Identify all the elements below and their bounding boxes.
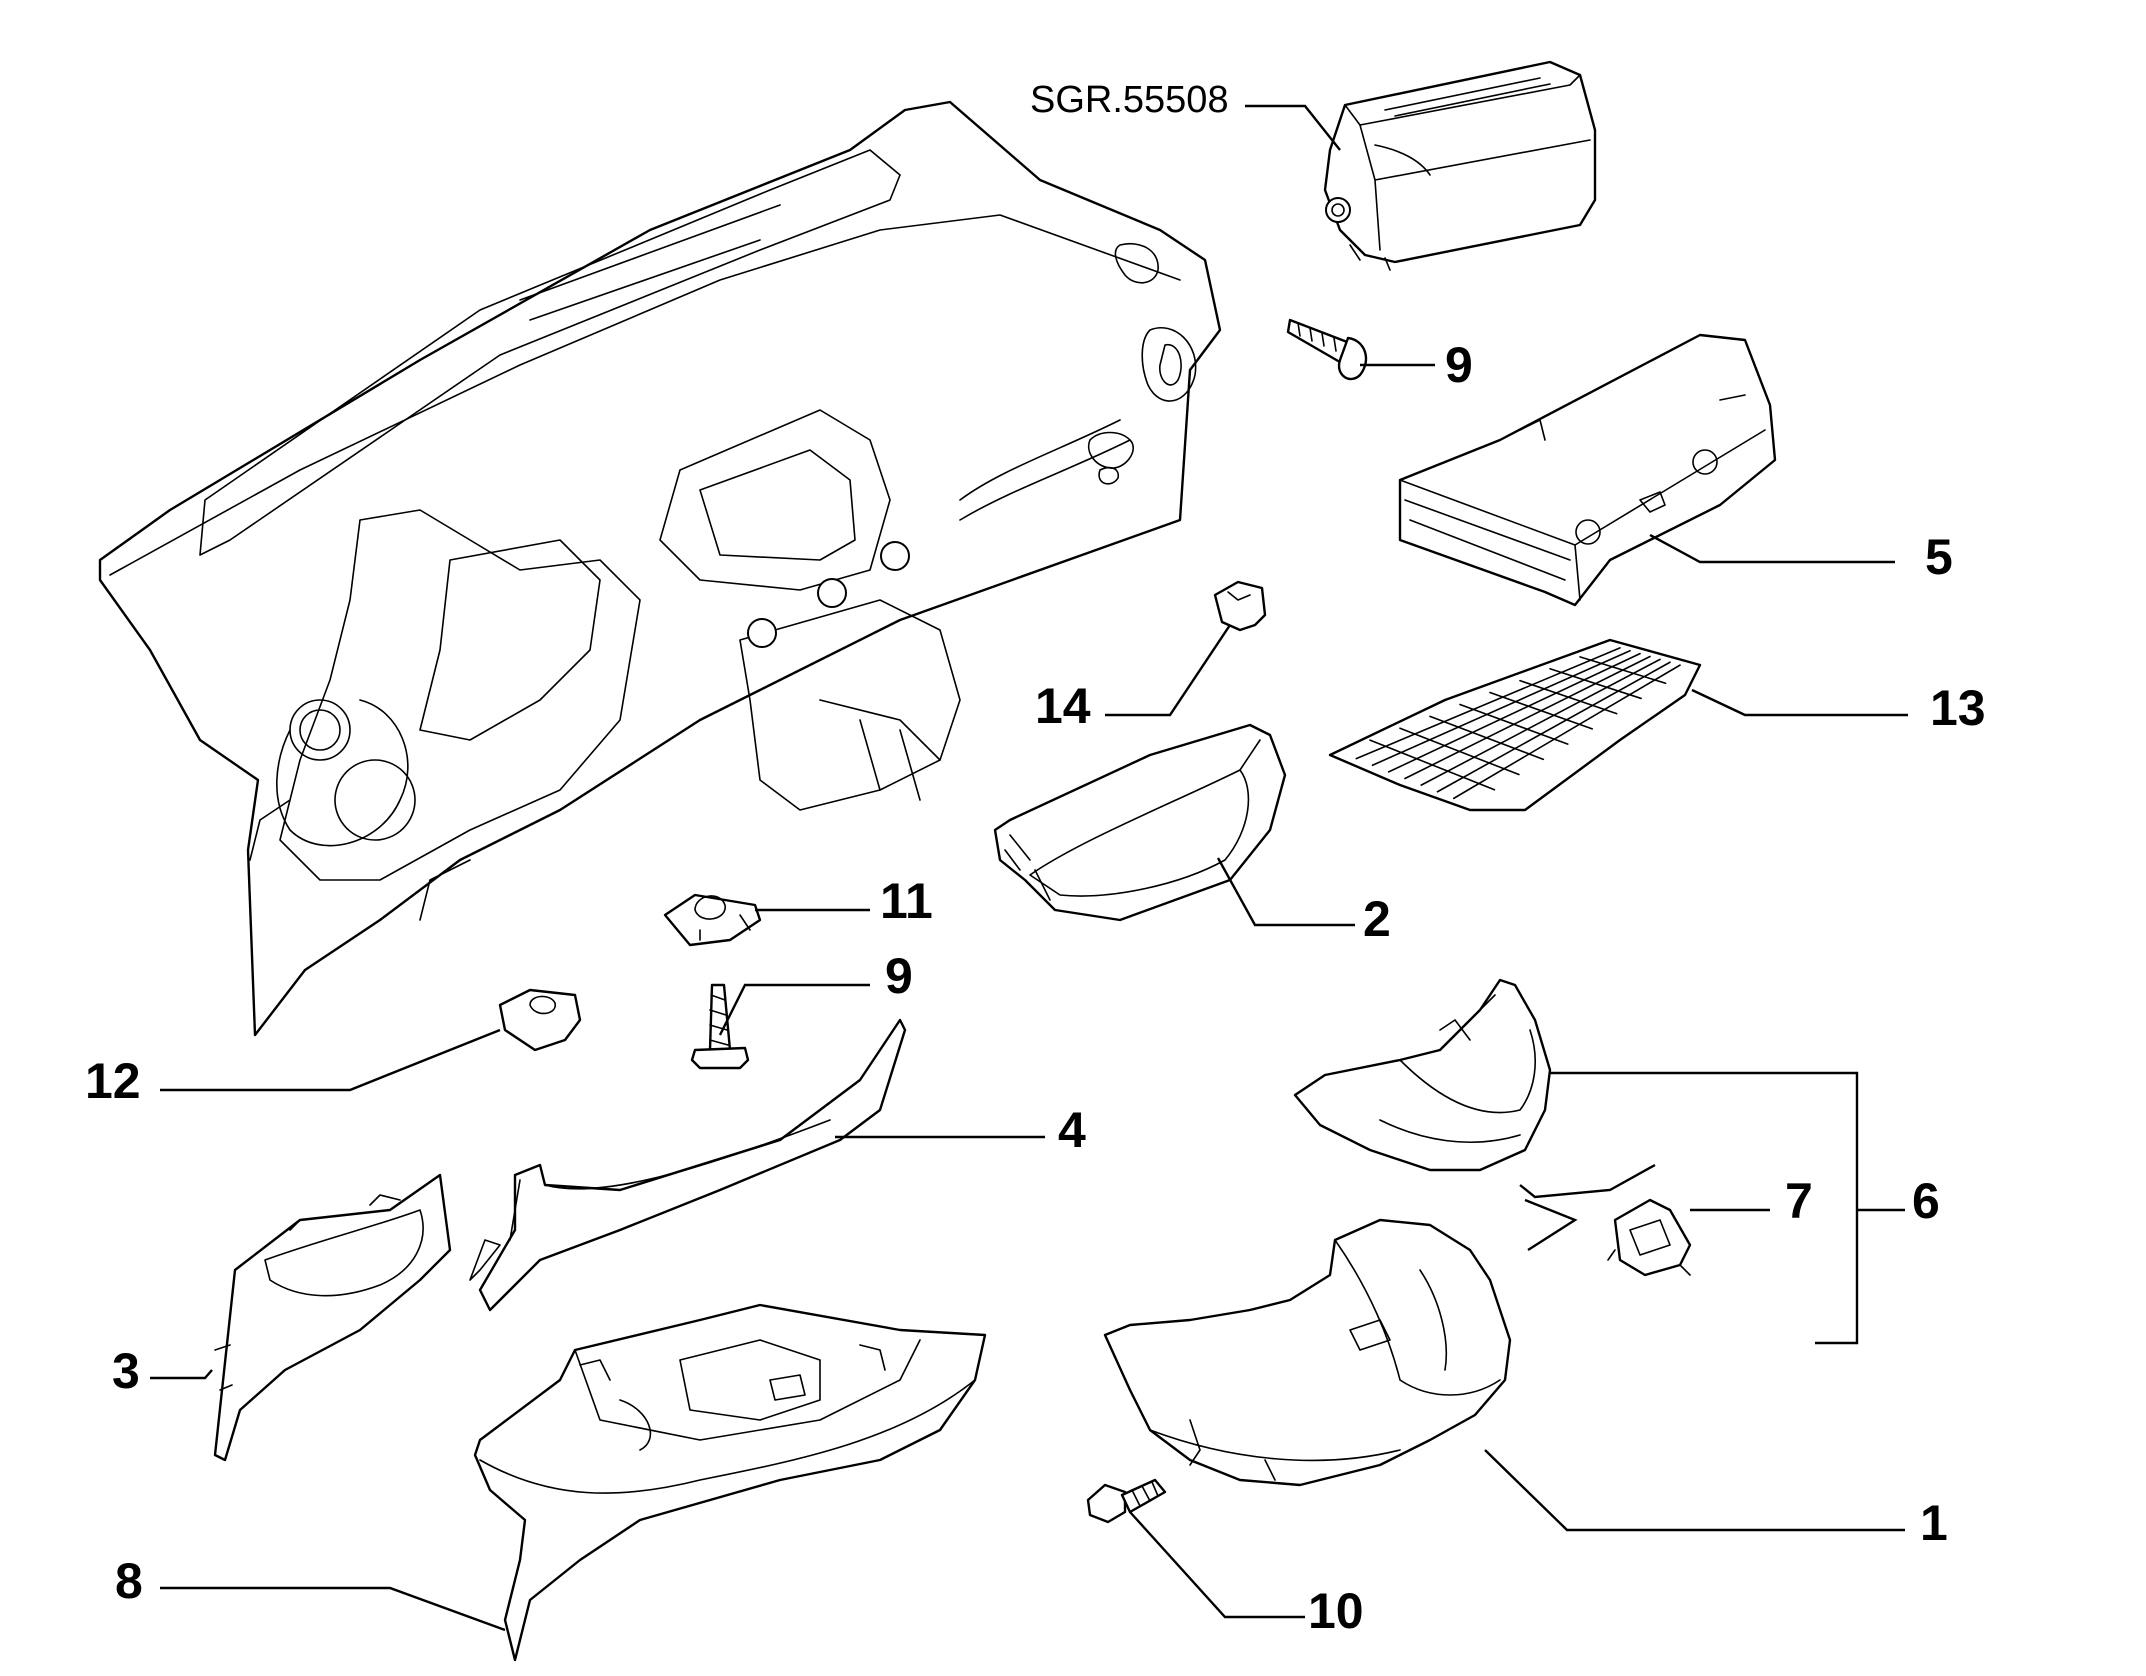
label-7: 7 [1785,1173,1813,1229]
leader-2 [1216,857,1355,927]
part-3-side-panel [213,1173,452,1462]
mat-grid-line [1371,649,1631,767]
part-2-bezel [993,723,1287,922]
airbag-module [1323,60,1597,271]
leader-lines [150,104,1908,1632]
reference-code: SGR.55508 [1030,79,1229,121]
leader-3 [150,1369,213,1380]
mat-grid-line [1436,661,1671,793]
part-9-screw-upper [1286,318,1368,381]
label-3: 3 [112,1343,140,1399]
label-5: 5 [1925,529,1953,585]
leader-13 [1691,688,1908,717]
part-12-clip [498,988,582,1052]
leader-1 [1484,1449,1905,1532]
part-7-clip [1607,1198,1692,1277]
part-10-bolt [1086,1478,1167,1524]
leader-9b [718,983,870,1036]
label-1: 1 [1920,1495,1948,1551]
callout-labels: SGR.55508 9 5 13 14 2 11 9 12 4 7 6 3 1 … [85,79,1986,1639]
label-4: 4 [1058,1102,1086,1158]
part-11-clip [663,893,762,947]
label-11: 11 [880,873,933,929]
leader-ref [1245,104,1341,151]
mat-grid-line [1452,664,1681,800]
label-14: 14 [1035,678,1091,734]
label-10: 10 [1308,1583,1364,1639]
leader-12 [160,1028,501,1092]
label-2: 2 [1363,891,1391,947]
part-4-trim-strip [469,1018,907,1312]
mat-grid-line [1404,655,1651,780]
label-12: 12 [85,1053,141,1109]
part-6-upper-shroud [1293,978,1552,1172]
part-13-liner-mat [1328,638,1702,812]
leader-5 [1649,533,1895,564]
part-9-screw-lower [690,983,750,1070]
label-6: 6 [1912,1173,1940,1229]
leader-14 [1105,624,1231,717]
label-9-lower: 9 [885,948,913,1004]
part-5-glovebox-housing [1398,333,1777,607]
leader-6c [1524,1198,1578,1252]
part-1-lower-shroud [1103,1218,1512,1487]
mat-grid-line [1420,658,1661,786]
label-9-upper: 9 [1445,337,1473,393]
dashboard-panel [98,100,1222,1037]
leader-6b [1519,1163,1656,1199]
leader-6 [1550,1071,1859,1345]
mat-grid-line [1387,652,1641,773]
label-8: 8 [115,1553,143,1609]
part-8-glovebox-lid [473,1303,987,1662]
leader-8 [160,1586,506,1632]
leader-10 [1129,1511,1305,1619]
mat-grid-line [1355,647,1621,760]
label-13: 13 [1930,680,1986,736]
part-14-clip [1213,580,1267,632]
